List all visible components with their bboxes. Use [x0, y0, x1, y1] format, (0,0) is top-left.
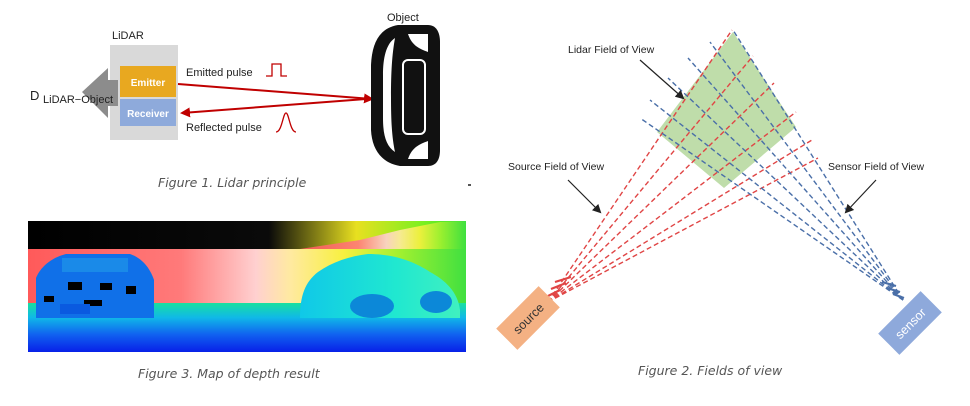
figure3-caption: Figure 3. Map of depth result — [138, 366, 321, 381]
car-front-icon — [371, 25, 440, 166]
emitted-pulse-label: Emitted pulse — [186, 67, 253, 79]
distance-label-sub: LiDAR−Object — [43, 94, 113, 106]
source-fov-label: Source Field of View — [508, 161, 605, 173]
sensor-emission-ticks — [881, 280, 905, 300]
figure1-caption: Figure 1. Lidar principle — [158, 175, 307, 190]
sensor-fov-pointer — [844, 179, 877, 214]
emitter-block — [120, 66, 176, 97]
depth-car-left — [36, 254, 154, 318]
source-fov-pointer — [567, 179, 602, 214]
bell-pulse-icon — [275, 112, 297, 133]
sensor-rays — [639, 29, 904, 301]
lidar-fov-region — [657, 32, 796, 188]
figure2-fields-of-view: source sensor Lidar Field of View Source… — [496, 29, 942, 378]
source-emission-ticks — [547, 275, 572, 297]
receiver-block — [120, 99, 176, 126]
reflected-pulse-arrow — [180, 98, 367, 118]
depth-map-upper-right — [300, 221, 466, 250]
receiver-label: Receiver — [127, 109, 169, 120]
reflected-pulse-label: Reflected pulse — [186, 122, 262, 134]
distance-arrow-shape — [82, 68, 118, 118]
distance-label-main: D — [30, 88, 39, 103]
depth-car-right — [300, 254, 460, 318]
sensor-fov-label: Sensor Field of View — [828, 161, 925, 173]
lidar-title: LiDAR — [112, 30, 144, 42]
object-label: Object — [387, 12, 419, 24]
source-box-rect — [496, 286, 560, 350]
figure3-depth-map: Figure 3. Map of depth result — [28, 221, 466, 381]
stray-mark — [468, 184, 471, 186]
source-rays — [547, 29, 819, 303]
lidar-fov-pointer — [639, 59, 685, 100]
sensor-box-rect — [878, 291, 942, 355]
sensor-box: sensor — [878, 291, 942, 355]
distance-label: D LiDAR−Object — [30, 88, 113, 106]
figure2-caption: Figure 2. Fields of view — [638, 363, 783, 378]
lidar-fov-label: Lidar Field of View — [568, 44, 655, 56]
figure1-lidar-principle: LiDAR Emitter Receiver D LiDAR−Object Em… — [30, 12, 440, 190]
emitted-pulse-arrow — [177, 83, 374, 104]
square-pulse-icon — [266, 63, 287, 77]
emitter-label: Emitter — [131, 78, 166, 89]
